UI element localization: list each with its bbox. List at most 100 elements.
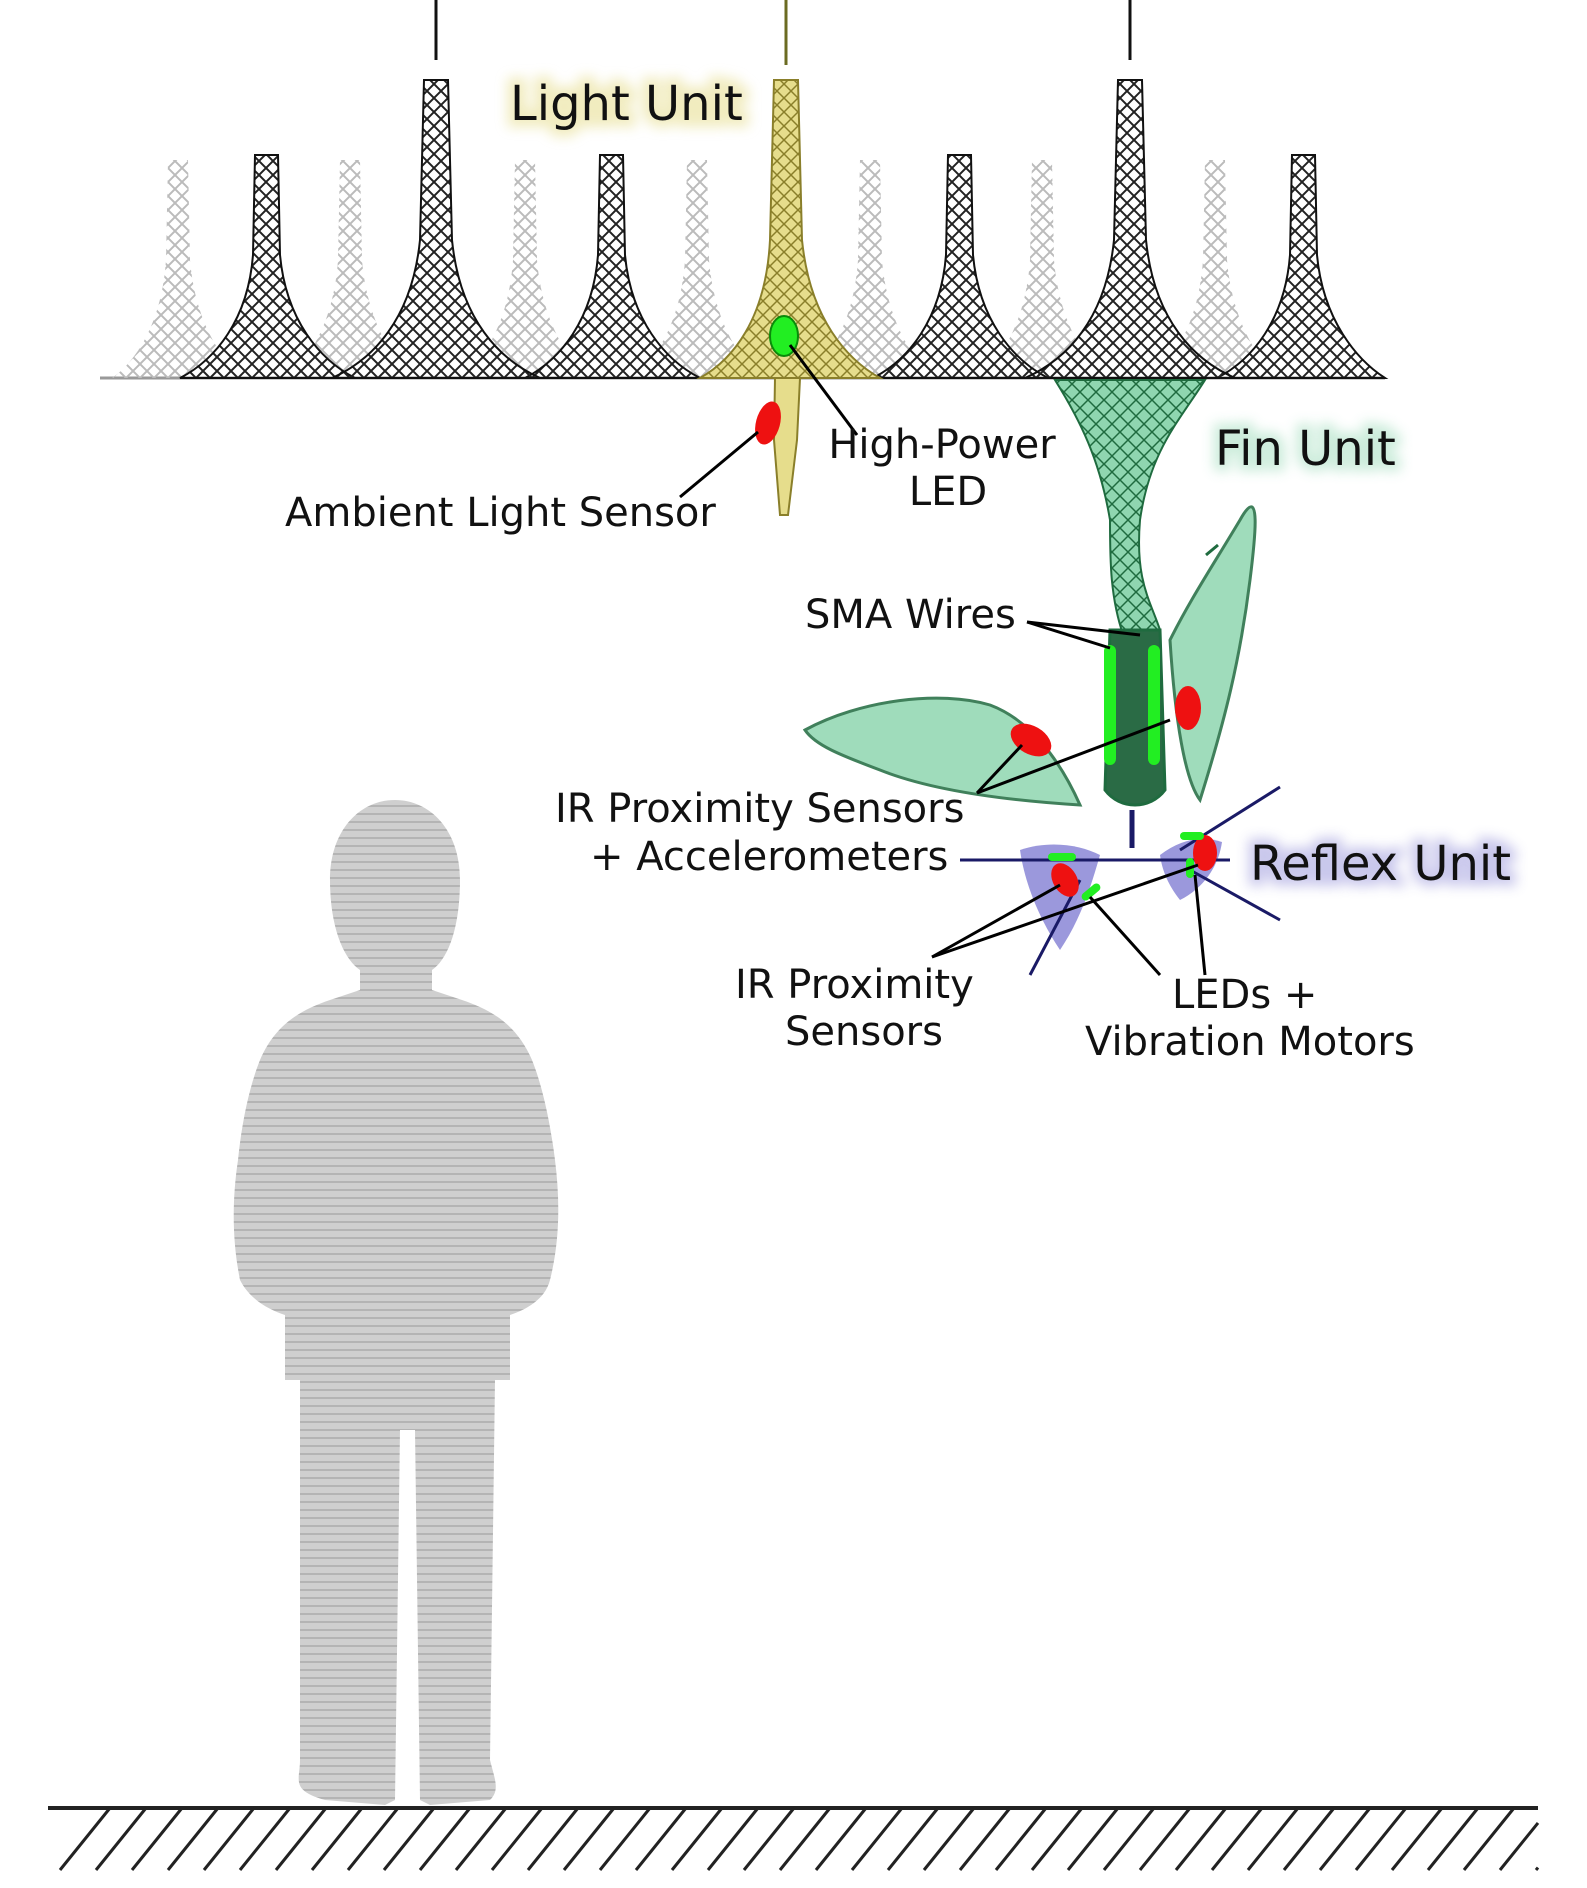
ir-accel-sensor-marker: [1175, 686, 1201, 730]
floor-hatch-stroke: [274, 1807, 328, 1871]
fin-funnel: [1053, 379, 1207, 642]
led-motor-marker: [1048, 853, 1076, 861]
reflex-left-lobe: [1020, 844, 1100, 950]
floor-hatch-stroke: [202, 1807, 256, 1871]
floor-hatch-stroke: [886, 1807, 940, 1871]
floor-hatch-stroke: [1030, 1807, 1084, 1871]
floor-hatch-stroke: [706, 1807, 760, 1871]
fin-unit: [802, 379, 1257, 807]
light-unit-tall: [331, 79, 541, 379]
floor-hatch-stroke: [1354, 1807, 1408, 1871]
label-ir-accel-line2: + Accelerometers: [590, 834, 948, 880]
light-unit-stem: [772, 377, 802, 516]
led-motor-marker: [1180, 832, 1204, 840]
label-ambient-light-sensor: Ambient Light Sensor: [285, 490, 716, 536]
floor-hatch-stroke: [166, 1807, 220, 1871]
leader-sma-wires: [1026, 620, 1111, 650]
leader-leds-motors: [1088, 895, 1162, 977]
leader-high-power-led: [788, 344, 859, 436]
floor-hatch-stroke: [958, 1807, 1012, 1871]
ir-prox-sensor-marker: [1193, 835, 1217, 871]
label-high-power-led-line2: LED: [909, 469, 987, 515]
light-unit-title-glow: Light Unit: [510, 76, 743, 132]
fin-spine: [1205, 543, 1219, 557]
floor-hatching: [58, 1807, 1540, 1871]
light-unit-faded: [977, 160, 1107, 378]
ir-prox-sensor-marker: [1051, 863, 1079, 897]
label-ir-prox-line2: Sensors: [785, 1009, 943, 1055]
floor-hatch-stroke: [1210, 1807, 1264, 1871]
floor-hatch-stroke: [742, 1807, 796, 1871]
floor-hatch-stroke: [310, 1807, 364, 1871]
floor-hatch-stroke: [814, 1807, 868, 1871]
floor-hatch-stroke: [130, 1807, 184, 1871]
floor-hatch-stroke: [994, 1807, 1048, 1871]
led-motor-marker: [1081, 883, 1101, 901]
fin-unit-title: Fin Unit: [1215, 421, 1396, 477]
leader-ir-accel: [976, 718, 1171, 795]
light-unit-faded: [286, 160, 415, 378]
light-unit-faded: [460, 160, 590, 378]
floor: [48, 1806, 1540, 1871]
light-unit-array: [112, 0, 1389, 379]
floor-hatch-stroke: [562, 1807, 616, 1871]
floor-hatch-stroke: [1390, 1807, 1444, 1871]
floor-hatch-stroke: [922, 1807, 976, 1871]
reflex-unit-title-glow: Reflex Unit: [1250, 836, 1511, 892]
floor-hatch-stroke: [670, 1807, 724, 1871]
sma-wire-marker: [1148, 645, 1160, 765]
label-leds-motors-line2: Vibration Motors: [1085, 1019, 1415, 1065]
floor-hatch-stroke: [1426, 1807, 1480, 1871]
highlighted-light-unit: [696, 0, 884, 516]
label-sma-wires: SMA Wires: [805, 592, 1016, 638]
floor-hatch-stroke: [1174, 1807, 1228, 1871]
light-unit-faded: [112, 160, 245, 378]
floor-hatch-stroke: [850, 1807, 904, 1871]
unit-titles: Light Unit Light Unit Fin Unit Fin Unit …: [503, 69, 1517, 898]
floor-hatch-stroke: [1534, 1866, 1540, 1871]
person-figure: [233, 800, 559, 1805]
floor-hatch-stroke: [346, 1807, 400, 1871]
label-leds-motors-line1: LEDs +: [1172, 972, 1317, 1018]
floor-hatch-stroke: [634, 1807, 688, 1871]
floor-hatch-stroke: [598, 1807, 652, 1871]
label-ir-accel-line1: IR Proximity Sensors: [555, 786, 964, 832]
light-unit-faded: [805, 160, 935, 378]
light-unit-title: Light Unit: [510, 76, 743, 132]
reflex-unit-title: Reflex Unit: [1250, 836, 1511, 892]
leader-ir-accel: [975, 743, 1024, 795]
ambient-light-sensor-marker: [755, 401, 781, 445]
sma-wire-marker: [1104, 645, 1116, 765]
light-unit-dark: [1216, 154, 1389, 379]
human-silhouette: [233, 800, 559, 1805]
light-unit-faded: [1150, 160, 1280, 378]
fin-left: [802, 696, 1083, 807]
floor-hatch-stroke: [526, 1807, 580, 1871]
floor-hatch-stroke: [1462, 1807, 1516, 1871]
leader-sma-wires: [1026, 620, 1141, 637]
floor-hatch-stroke: [454, 1807, 508, 1871]
leader-ir-prox: [931, 863, 1199, 959]
floor-hatch-stroke: [1102, 1807, 1156, 1871]
floor-hatch-stroke: [1138, 1807, 1192, 1871]
reflex-whisker: [1189, 868, 1281, 922]
floor-hatch-stroke: [1498, 1821, 1540, 1871]
floor-hatch-stroke: [418, 1807, 472, 1871]
reflex-unit: [960, 785, 1281, 976]
floor-hatch-stroke: [1066, 1807, 1120, 1871]
floor-hatch-stroke: [382, 1807, 436, 1871]
floor-hatch-stroke: [1246, 1807, 1300, 1871]
leader-ambient-light-sensor: [679, 430, 759, 499]
light-unit-body: [696, 79, 884, 379]
leader-lines: [679, 344, 1207, 977]
light-unit-tall: [1024, 79, 1236, 379]
floor-hatch-stroke: [490, 1807, 544, 1871]
leader-ir-prox: [931, 883, 1061, 959]
label-high-power-led-line1: High-Power: [828, 422, 1056, 468]
label-ir-prox-line1: IR Proximity: [735, 962, 974, 1008]
component-labels: High-Power LED Ambient Light Sensor SMA …: [285, 422, 1415, 1065]
floor-hatch-stroke: [1282, 1807, 1336, 1871]
floor-hatch-stroke: [238, 1807, 292, 1871]
